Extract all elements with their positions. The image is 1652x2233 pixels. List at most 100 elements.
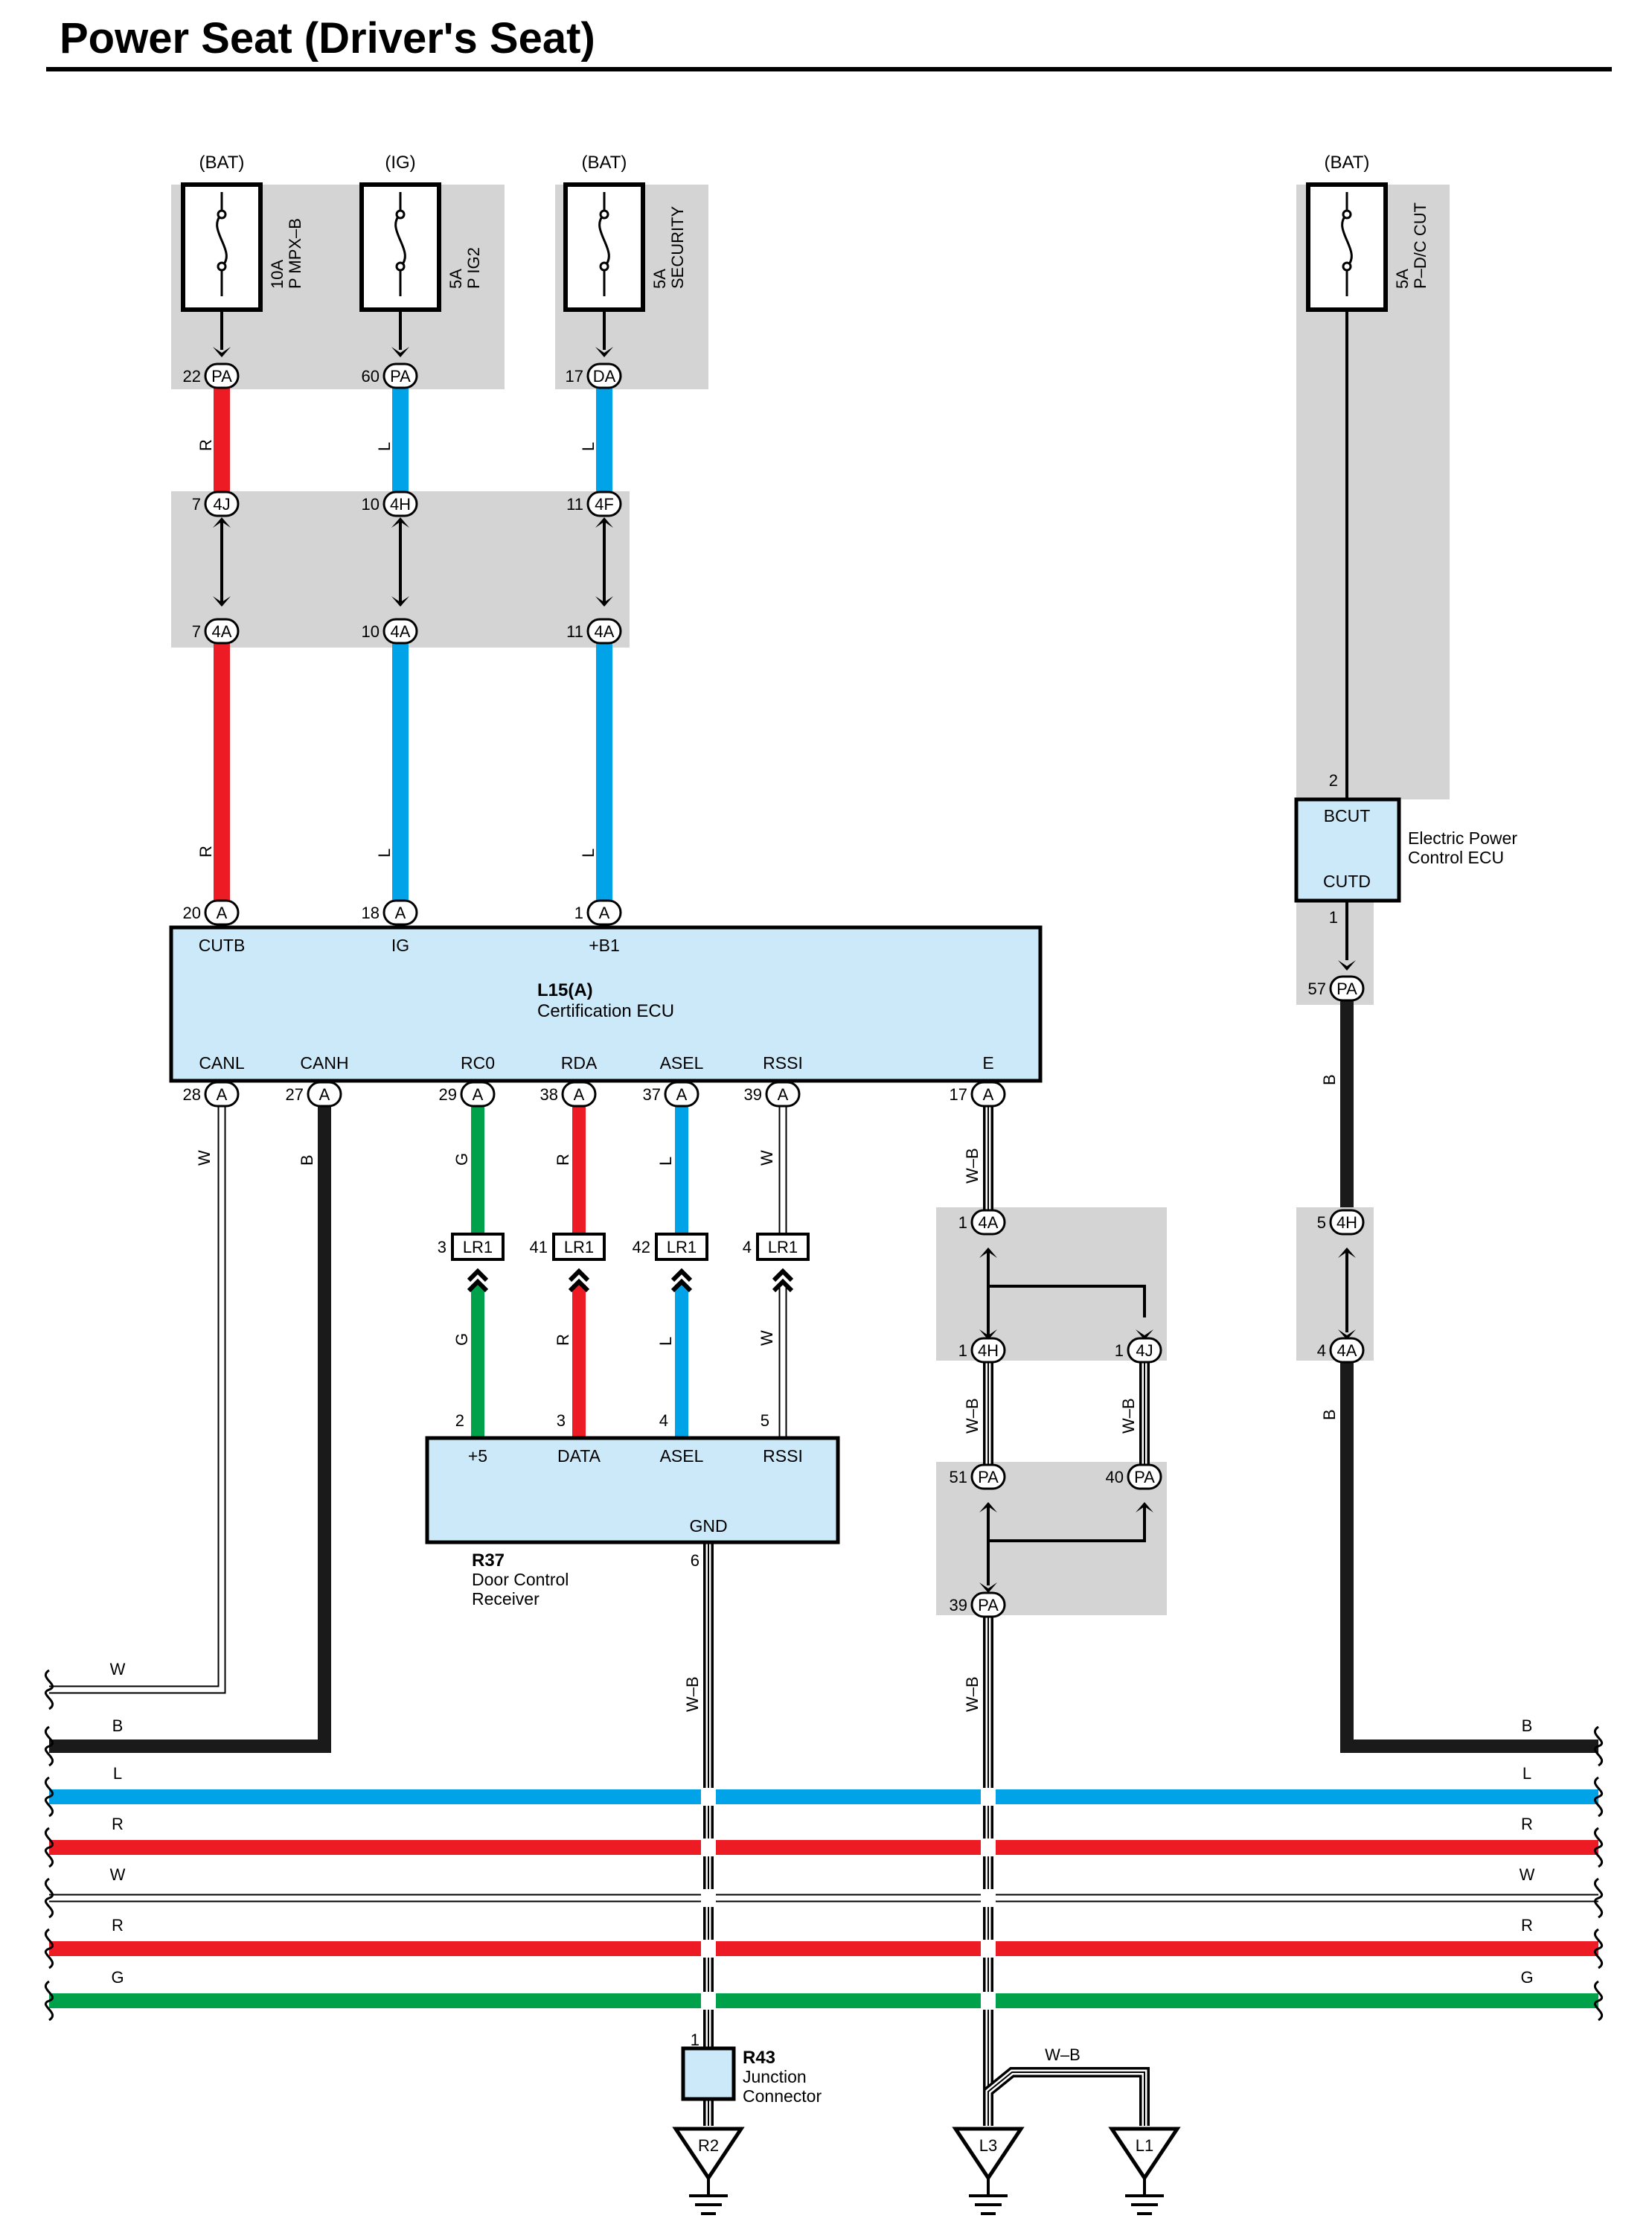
bus-label-right-4: W [1520, 1865, 1535, 1884]
lr1-chevron-b-3 [772, 1278, 794, 1293]
data-wire-label-b-1: R [554, 1334, 572, 1346]
junction-upper-pin-2-pill [586, 491, 622, 517]
receiver-pin-label-2: ASEL [660, 1446, 704, 1466]
power-ecu-arrow [1338, 960, 1356, 971]
power-pin-4a-code: 4A [1337, 1341, 1357, 1360]
gj-pin-1-code: 4A [979, 1213, 999, 1232]
fuse-pin-2-number: 17 [566, 367, 583, 386]
gj-pin-5-pill [1127, 1463, 1162, 1490]
ground-r2-triangle [672, 2127, 745, 2182]
power-ecu-box [1294, 797, 1401, 903]
gj-pin-4-code: PA [978, 1468, 999, 1486]
ecu-bottom-label-3: RDA [561, 1053, 598, 1073]
ecu-bottom-pin-5-pill [765, 1081, 801, 1108]
receiver-pin-number-1: 3 [557, 1411, 566, 1430]
junction-upper-pin-1-code: 4H [390, 495, 411, 514]
ecu-bottom-pin-4-pill [664, 1081, 699, 1108]
junction-upper-pin-0-number: 7 [192, 495, 201, 514]
receiver-pin-number-0: 2 [455, 1411, 464, 1430]
gj-arrow-5 [1136, 1502, 1153, 1512]
power-ecu-top-label: BCUT [1324, 806, 1371, 825]
ecu-top-pin-2-code: A [599, 904, 610, 922]
junction-arrow-down-0 [213, 596, 231, 607]
receiver-pin-label-1: DATA [557, 1446, 601, 1466]
junction-lower-pin-1-pill [382, 618, 418, 645]
fuse-2-node-b [599, 261, 609, 272]
fuse-dc-cut-node-b [1342, 261, 1352, 272]
ecu-top-pin-1-pill [382, 899, 418, 926]
fuse-pin-1-number: 60 [362, 367, 380, 386]
wire-label-mid-2: L [579, 849, 598, 857]
wire-label-mid-0: R [196, 846, 215, 857]
receiver-gnd-pin: 6 [691, 1551, 699, 1570]
fuse-arrow-0 [213, 347, 231, 357]
power-ecu-name-2: Control ECU [1408, 848, 1504, 867]
ground-l1-code: L1 [1136, 2136, 1153, 2155]
ecu-bottom-pin-6-pill [970, 1081, 1006, 1108]
r43-name-2: Connector [743, 2086, 822, 2106]
fuse-pin-0-code: PA [211, 367, 232, 386]
ecu-top-label-2: +B1 [589, 936, 620, 955]
lr1-chevron-b-1 [568, 1278, 590, 1293]
gj-wire-label-b: W–B [1119, 1398, 1138, 1434]
receiver-pin-label-0: +5 [468, 1446, 487, 1466]
ecu-bottom-pin-0-number: 28 [183, 1085, 201, 1104]
fuse-arrow-2 [595, 347, 613, 357]
lr1-chevron-a-3 [772, 1268, 794, 1282]
l1-ground-wire [983, 2067, 1150, 2126]
fuse-2-name: SECURITY [668, 205, 687, 289]
l1-ground-wire-center [987, 2071, 1145, 2126]
ecu-top-pin-0-pill [204, 899, 240, 926]
fuse-0-name: P MPX–B [286, 218, 304, 289]
certification-ecu-code: L15(A) [537, 980, 593, 1000]
lr1-code-1: LR1 [564, 1238, 594, 1256]
fuse-pin-1-code: PA [390, 367, 411, 386]
receiver-code: R37 [472, 1550, 505, 1571]
crossing-gap-1-1 [981, 1839, 996, 1856]
lr1-code-0: LR1 [463, 1238, 493, 1256]
ecu-bottom-pin-5-code: A [778, 1085, 789, 1104]
ecu-top-pin-1-number: 18 [362, 904, 380, 922]
ecu-top-pin-2-number: 1 [574, 904, 583, 922]
ecu-bottom-pin-2-code: A [473, 1085, 484, 1104]
break-right-4 [1593, 1877, 1604, 1919]
crossing-gap-0-1 [701, 1839, 716, 1856]
bus-label-left-0: W [110, 1660, 126, 1678]
lr1-box-1 [552, 1233, 606, 1261]
fuse-dc-cut-rating: 5A [1393, 269, 1412, 289]
ecu-bottom-label-5: RSSI [763, 1053, 803, 1073]
junction-lower-pin-0-code: 4A [212, 622, 232, 641]
lr1-chevron-b-2 [670, 1278, 693, 1293]
junction-arrow-up-2 [595, 517, 613, 528]
junction-lower-pin-2-code: 4A [595, 622, 615, 641]
power-ecu-bottom-label: CUTD [1323, 872, 1371, 891]
fuse-1-node-b [395, 261, 406, 272]
ecu-bottom-pin-2-number: 29 [439, 1085, 457, 1104]
power-pin-4a-pill [1329, 1337, 1365, 1364]
data-wire-label-a-1: R [554, 1154, 572, 1166]
crossing-gap-1-0 [981, 1788, 996, 1806]
break-left-4 [44, 1877, 54, 1919]
power-ecu-name-1: Electric Power [1408, 828, 1517, 848]
power-pin-4h-pill [1329, 1209, 1365, 1236]
lr1-number-3: 4 [743, 1238, 752, 1256]
ecu-bottom-label-6: E [982, 1053, 993, 1073]
ecu-bottom-pin-3-code: A [574, 1085, 585, 1104]
fuse-1-name: P IG2 [464, 247, 483, 289]
fuse-dc-cut-node-a [1342, 209, 1352, 220]
ecu-top-pin-1-code: A [395, 904, 406, 922]
ground-junction-shade-2 [936, 1462, 1167, 1615]
wire-label-top-2: L [579, 442, 598, 451]
power-pin-pa-pill [1329, 975, 1365, 1002]
gj-wire-label-c: W–B [963, 1676, 982, 1712]
crossing-gap-0-4 [701, 1992, 716, 2010]
lr1-chevron-a-2 [670, 1268, 693, 1282]
receiver-pin-label-3: RSSI [763, 1446, 803, 1466]
ground-l3-triangle [952, 2127, 1025, 2182]
fuse-dc-cut-source: (BAT) [1325, 153, 1370, 173]
lr1-code-2: LR1 [667, 1238, 697, 1256]
ecu-bottom-pin-2-pill [460, 1081, 496, 1108]
junction-upper-pin-0-code: 4J [213, 495, 230, 514]
data-wire-label-b-2: L [656, 1337, 675, 1346]
ground-junction-shade-1 [936, 1207, 1167, 1361]
